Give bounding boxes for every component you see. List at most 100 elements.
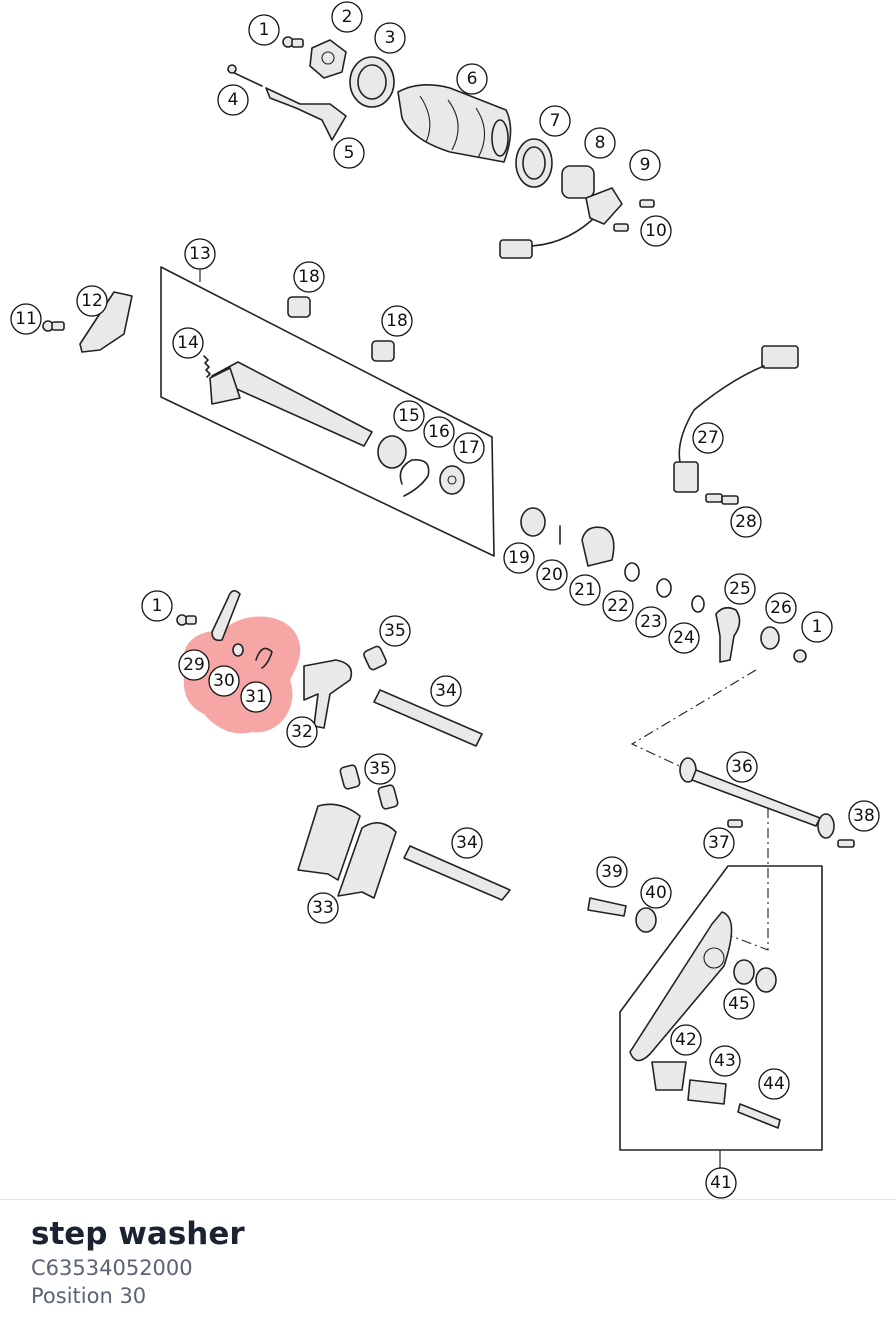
shift-shaft-kit [160,266,495,557]
callout-44[interactable]: 44 [758,1068,790,1100]
svg-text:11: 11 [15,309,37,329]
svg-text:41: 41 [710,1173,732,1193]
callout-20[interactable]: 20 [536,559,568,591]
callout-18b[interactable]: 18 [381,305,413,337]
callout-11[interactable]: 11 [10,303,42,335]
callout-5[interactable]: 5 [333,137,365,169]
shift-lever-group [520,507,807,663]
svg-text:9: 9 [640,155,651,175]
callout-1[interactable]: 1 [248,14,280,46]
svg-text:42: 42 [675,1030,697,1050]
callout-41[interactable]: 41 [705,1167,737,1199]
callout-23[interactable]: 23 [635,606,667,638]
svg-text:27: 27 [697,428,719,448]
callout-24[interactable]: 24 [668,622,700,654]
svg-text:1: 1 [812,617,823,637]
svg-text:1: 1 [259,20,270,40]
callout-10[interactable]: 10 [640,215,672,247]
svg-text:10: 10 [645,221,667,241]
svg-text:36: 36 [731,757,753,777]
svg-text:44: 44 [763,1074,785,1094]
callout-17[interactable]: 17 [453,432,485,464]
svg-text:39: 39 [601,862,623,882]
callout-30[interactable]: 30 [208,665,240,697]
svg-text:18: 18 [298,267,320,287]
svg-text:40: 40 [645,883,667,903]
callout-22[interactable]: 22 [602,590,634,622]
shift-pedal-kit [619,865,823,1151]
svg-text:29: 29 [183,655,205,675]
washer-bolt-group [587,897,657,933]
part-number: C63534052000 [31,1256,193,1280]
callout-21[interactable]: 21 [569,574,601,606]
callout-28[interactable]: 28 [730,506,762,538]
callout-39[interactable]: 39 [596,856,628,888]
svg-text:12: 12 [81,291,103,311]
callout-34a[interactable]: 34 [430,675,462,707]
info-divider [0,1199,896,1200]
cover-bracket-group [42,291,133,353]
svg-text:26: 26 [770,598,792,618]
callout-32[interactable]: 32 [286,716,318,748]
callout-7[interactable]: 7 [539,105,571,137]
part-callouts: 1 2 3 4 5 6 7 8 9 10 11 12 13 14 15 16 1… [10,1,880,1199]
callout-16[interactable]: 16 [423,416,455,448]
svg-text:3: 3 [385,28,396,48]
svg-text:31: 31 [245,687,267,707]
callout-3[interactable]: 3 [374,22,406,54]
svg-text:43: 43 [714,1051,736,1071]
svg-text:15: 15 [398,406,420,426]
callout-12[interactable]: 12 [76,285,108,317]
svg-text:25: 25 [729,579,751,599]
callout-27[interactable]: 27 [692,422,724,454]
callout-31[interactable]: 31 [240,681,272,713]
callout-25[interactable]: 25 [724,573,756,605]
callout-33[interactable]: 33 [307,892,339,924]
callout-42[interactable]: 42 [670,1024,702,1056]
svg-text:32: 32 [291,722,313,742]
callout-35b[interactable]: 35 [364,753,396,785]
callout-45[interactable]: 45 [723,988,755,1020]
selected-part-area [176,590,273,669]
svg-text:18: 18 [386,311,408,331]
svg-text:19: 19 [508,548,530,568]
callout-35a[interactable]: 35 [379,615,411,647]
svg-text:28: 28 [735,512,757,532]
callout-36[interactable]: 36 [726,751,758,783]
callout-26[interactable]: 26 [765,592,797,624]
part-info-panel: step washer C63534052000 Position 30 [31,1214,245,1310]
svg-text:17: 17 [458,438,480,458]
callout-37[interactable]: 37 [703,827,735,859]
svg-text:14: 14 [177,333,199,353]
callout-1c[interactable]: 1 [801,611,833,643]
callout-43[interactable]: 43 [709,1045,741,1077]
svg-text:33: 33 [312,898,334,918]
callout-8[interactable]: 8 [584,127,616,159]
shift-drum-group [227,36,655,259]
callout-34b[interactable]: 34 [451,827,483,859]
callout-1b[interactable]: 1 [141,590,173,622]
svg-text:24: 24 [673,628,695,648]
callout-40[interactable]: 40 [640,877,672,909]
svg-text:6: 6 [467,69,478,89]
callout-6[interactable]: 6 [456,63,488,95]
callout-19[interactable]: 19 [503,542,535,574]
exploded-parts-diagram: 1 2 3 4 5 6 7 8 9 10 11 12 13 14 15 16 1… [10,1,880,1199]
callout-15[interactable]: 15 [393,400,425,432]
part-name: step washer [31,1216,245,1252]
callout-9[interactable]: 9 [629,149,661,181]
svg-text:13: 13 [189,244,211,264]
callout-14[interactable]: 14 [172,327,204,359]
callout-4[interactable]: 4 [217,84,249,116]
svg-text:5: 5 [344,143,355,163]
callout-29[interactable]: 29 [178,649,210,681]
svg-text:30: 30 [213,671,235,691]
svg-text:35: 35 [384,621,406,641]
callout-13[interactable]: 13 [184,238,216,270]
callout-2[interactable]: 2 [331,1,363,33]
svg-text:38: 38 [853,806,875,826]
callout-18a[interactable]: 18 [293,261,325,293]
svg-text:7: 7 [550,111,561,131]
callout-38[interactable]: 38 [848,800,880,832]
svg-text:1: 1 [152,596,163,616]
